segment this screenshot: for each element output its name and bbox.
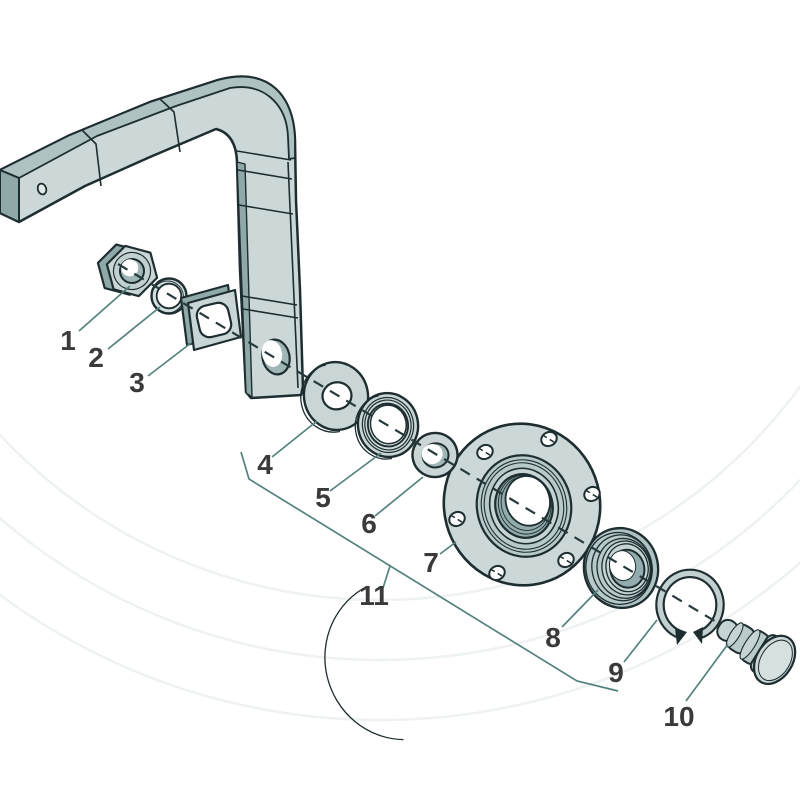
bolt-hole bbox=[448, 510, 466, 528]
watermark-arc bbox=[0, 561, 800, 722]
leader-line-1 bbox=[78, 285, 131, 332]
part-label-6: 6 bbox=[361, 508, 377, 539]
pin-step-2-cap bbox=[725, 622, 744, 648]
part-11-bent-shank-arm bbox=[0, 75, 305, 400]
assembly-bracket-line-11 bbox=[240, 451, 619, 692]
part-label-8: 8 bbox=[545, 622, 561, 653]
shank-segment-lines bbox=[81, 98, 299, 389]
leader-line-5 bbox=[329, 452, 382, 492]
leader-tick-11 bbox=[382, 565, 391, 589]
shank-left-side-face bbox=[236, 161, 253, 398]
part-label-10: 10 bbox=[663, 701, 694, 732]
snap-ring-right-tip bbox=[693, 627, 703, 644]
bearing-ring bbox=[596, 537, 652, 599]
watermark-arcs bbox=[0, 384, 800, 722]
leader-line-6 bbox=[374, 476, 424, 517]
nut-bore-opening bbox=[121, 259, 139, 277]
bolt-hole bbox=[488, 564, 506, 582]
segment-line bbox=[81, 129, 102, 187]
pin-step-3-cap bbox=[739, 629, 761, 660]
bearing-ring bbox=[591, 534, 653, 602]
flange-bolt-holes bbox=[448, 430, 601, 582]
segment-line bbox=[236, 150, 292, 161]
right-chamfer-line bbox=[287, 161, 299, 389]
plate-square-hole bbox=[195, 301, 233, 339]
segment-line bbox=[238, 204, 294, 215]
bearing-bore-opening bbox=[608, 550, 637, 582]
part-10-stub-pin bbox=[716, 618, 797, 685]
snap-ring-left-tip bbox=[675, 628, 687, 645]
part-label-7: 7 bbox=[423, 547, 439, 578]
watermark-arc bbox=[0, 384, 800, 602]
leader-line-2 bbox=[107, 306, 161, 350]
hole-opening bbox=[261, 340, 283, 367]
hub-bore-opening bbox=[504, 475, 551, 527]
flange-rim-line bbox=[324, 585, 404, 741]
washer-bore-opening bbox=[421, 444, 443, 465]
leader-line-3 bbox=[147, 342, 192, 377]
pin-head-face-inner bbox=[757, 639, 793, 682]
part-7-hub-flange bbox=[324, 422, 602, 741]
ring-bore bbox=[369, 404, 408, 445]
bolt-hole bbox=[583, 485, 601, 503]
part-1-hex-nut bbox=[96, 243, 159, 298]
boss-groove bbox=[483, 462, 565, 550]
part-6-small-washer bbox=[411, 431, 459, 479]
leader-line-7 bbox=[439, 541, 457, 555]
hub-center-boss bbox=[475, 454, 573, 558]
shank-mount-hole bbox=[261, 338, 291, 376]
shank-end-hole bbox=[36, 182, 48, 196]
segment-line bbox=[237, 169, 293, 180]
leader-line-10 bbox=[685, 643, 729, 702]
part-label-11: 11 bbox=[359, 580, 389, 611]
bolt-hole bbox=[540, 430, 558, 448]
part-2-ring-washer bbox=[150, 277, 188, 315]
segment-line bbox=[241, 295, 298, 306]
boss-groove bbox=[480, 459, 568, 553]
ring-thickness-line bbox=[354, 395, 393, 460]
part-label-5: 5 bbox=[315, 482, 331, 513]
watermark-arc bbox=[0, 478, 800, 662]
center-axis-dashed-line bbox=[117, 263, 719, 624]
snap-ring-band bbox=[657, 570, 723, 638]
bolt-hole bbox=[476, 443, 494, 461]
part-3-square-plate bbox=[179, 283, 243, 352]
part-label-2: 2 bbox=[88, 342, 104, 373]
washer-bore bbox=[155, 282, 183, 310]
leader-line-9 bbox=[623, 619, 658, 663]
part-9-snap-ring bbox=[655, 568, 725, 645]
part-label-3: 3 bbox=[129, 367, 145, 398]
shank-end-face bbox=[0, 169, 20, 223]
part-label-4: 4 bbox=[257, 449, 273, 480]
ring-groove bbox=[361, 396, 415, 454]
part-labels: 1 2 3 4 5 6 7 8 9 10 11 bbox=[60, 325, 694, 732]
bolt-hole bbox=[557, 551, 575, 569]
segment-line bbox=[242, 308, 299, 319]
washer-thickness-line bbox=[300, 364, 341, 433]
segment-line bbox=[159, 98, 181, 153]
part-label-1: 1 bbox=[60, 325, 76, 356]
bearing-ring bbox=[605, 543, 649, 593]
part-label-9: 9 bbox=[608, 657, 624, 688]
leader-line-8 bbox=[561, 589, 599, 628]
leader-lines bbox=[78, 285, 729, 702]
leader-line-4 bbox=[271, 420, 318, 458]
